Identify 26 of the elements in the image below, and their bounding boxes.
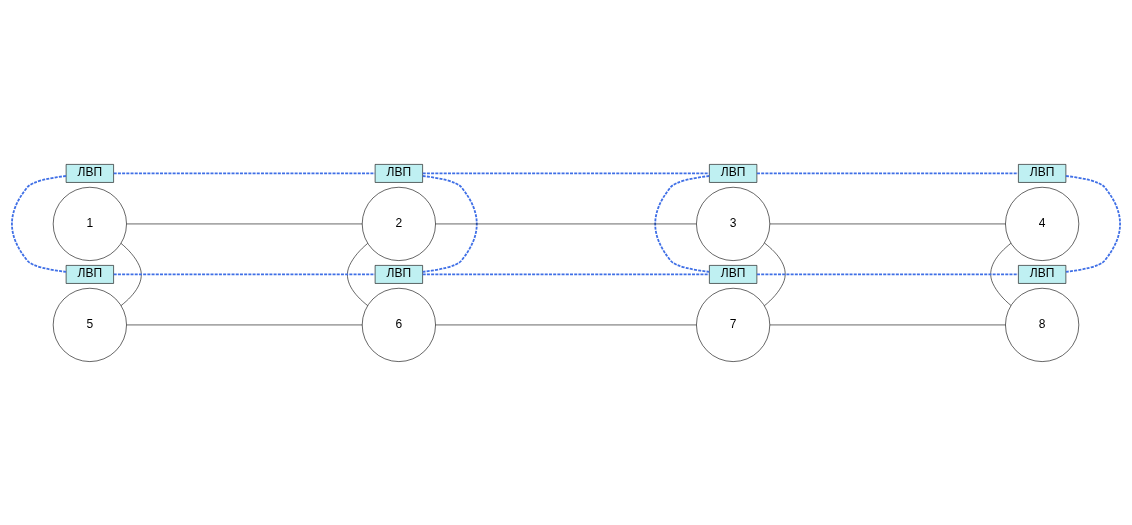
connector [112, 273, 376, 275]
node-box: ЛВП [374, 163, 423, 183]
node-box: ЛВП [65, 163, 114, 183]
connector [11, 174, 67, 273]
node-circle: 4 [1005, 186, 1080, 261]
node-box: ЛВП [1018, 163, 1067, 183]
node-circle: 3 [696, 186, 771, 261]
node-box: ЛВП [374, 264, 423, 284]
connector [654, 174, 711, 273]
node-circle: 2 [361, 186, 436, 261]
connector [421, 172, 711, 174]
connector [1065, 174, 1121, 273]
connector [756, 273, 1020, 275]
node-circle: 8 [1005, 287, 1080, 362]
connector [112, 172, 376, 174]
node-box: ЛВП [709, 163, 758, 183]
node-circle: 7 [696, 287, 771, 362]
node-box: ЛВП [709, 264, 758, 284]
node-box: ЛВП [65, 264, 114, 284]
node-circle: 1 [52, 186, 127, 261]
node-box: ЛВП [1018, 264, 1067, 284]
node-circle: 6 [361, 287, 436, 362]
node-circle: 5 [52, 287, 127, 362]
connector [421, 174, 478, 273]
connector [421, 273, 711, 275]
connector [756, 172, 1020, 174]
